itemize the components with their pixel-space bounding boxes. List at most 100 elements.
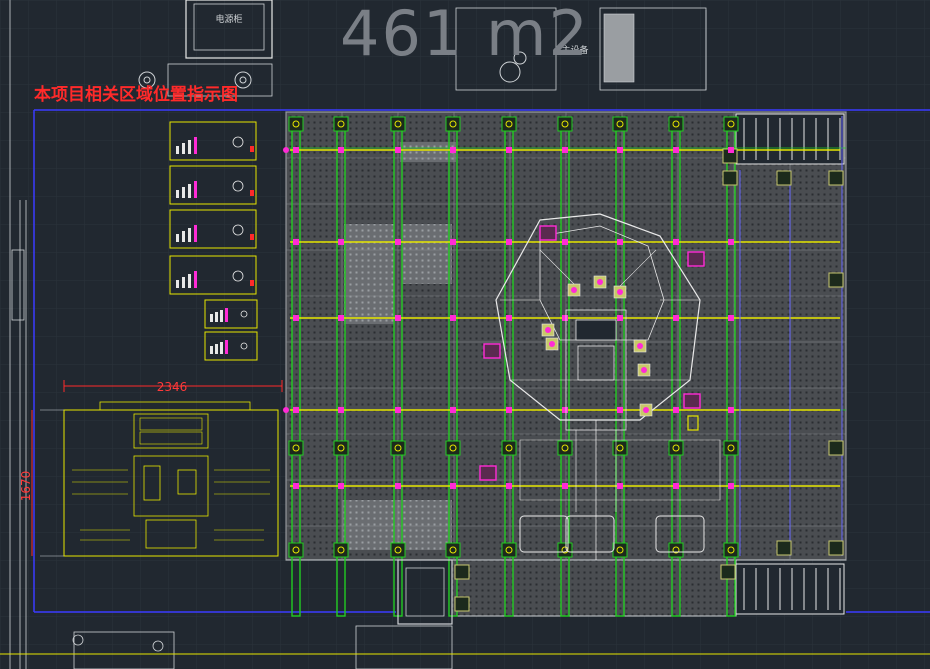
magenta-marker — [617, 407, 623, 413]
pedestal-node — [288, 440, 304, 456]
magenta-marker — [450, 315, 456, 321]
pedestal-bolt — [616, 546, 624, 554]
magenta-marker — [562, 239, 568, 245]
pedestal-bolt — [292, 444, 300, 452]
magenta-marker — [673, 239, 679, 245]
legend-bar — [176, 280, 179, 288]
pedestal-bolt — [449, 546, 457, 554]
equipment-unit — [483, 343, 501, 359]
magenta-marker — [506, 315, 512, 321]
legend-circle — [240, 342, 248, 350]
pedestal-node — [776, 540, 792, 556]
legend-bar — [182, 187, 185, 198]
pedestal-node — [723, 116, 739, 132]
pedestal-bolt — [394, 546, 402, 554]
pedestal-node — [668, 116, 684, 132]
magenta-marker — [728, 483, 734, 489]
equipment-marker — [597, 279, 603, 285]
legend-bar — [210, 346, 213, 354]
pedestal-node — [720, 564, 736, 580]
detail-plan[interactable]: 2346 1670 — [19, 380, 283, 557]
legend-marks — [176, 136, 254, 354]
stair-bottom[interactable] — [735, 563, 845, 615]
pedestal-node — [501, 440, 517, 456]
area-label: 461 m2 — [340, 0, 590, 70]
legend-circle — [232, 224, 244, 236]
cabinet-base — [138, 63, 273, 97]
magenta-marker — [283, 147, 289, 153]
magenta-marker — [450, 239, 456, 245]
magenta-marker — [338, 407, 344, 413]
legend-bar — [225, 340, 228, 354]
legend-bar — [182, 143, 185, 154]
pedestal-node — [333, 116, 349, 132]
magenta-marker — [450, 147, 456, 153]
legend-bar — [176, 146, 179, 154]
pedestal-bolt — [727, 120, 735, 128]
pedestal-node — [333, 542, 349, 558]
power-cabinet[interactable]: 电源柜 — [185, 0, 273, 59]
magenta-marker — [450, 483, 456, 489]
pedestal-bolt — [616, 444, 624, 452]
magenta-marker — [562, 483, 568, 489]
pedestal-node — [828, 540, 844, 556]
equipment-marker — [643, 407, 649, 413]
pedestal-bolt — [561, 444, 569, 452]
magenta-marker — [673, 147, 679, 153]
floor-pit[interactable] — [397, 559, 453, 625]
legend-bar — [176, 190, 179, 198]
legend-bar — [225, 308, 228, 322]
pedestal-bolt — [727, 444, 735, 452]
equipment-unit — [687, 415, 699, 431]
central-equipment[interactable] — [495, 213, 721, 560]
main-equipment[interactable]: 主设备 — [455, 7, 707, 91]
magenta-marker — [506, 407, 512, 413]
magenta-marker — [293, 147, 299, 153]
pedestal-node — [288, 542, 304, 558]
pedestal-node — [612, 440, 628, 456]
magenta-marker — [395, 315, 401, 321]
stair-top[interactable] — [735, 113, 845, 165]
pedestal-bolt — [505, 546, 513, 554]
left-wall — [9, 0, 27, 669]
equipment-boxes — [479, 225, 705, 481]
legend-red-mark — [250, 190, 254, 196]
pedestal-bolt — [337, 546, 345, 554]
pedestal-node — [828, 440, 844, 456]
magenta-marker — [506, 239, 512, 245]
bottom-equipment — [0, 625, 930, 669]
legend-red-mark — [250, 280, 254, 286]
equipment-marker — [549, 341, 555, 347]
magenta-marker — [728, 147, 734, 153]
magenta-marker — [562, 315, 568, 321]
pedestal-node — [454, 564, 470, 580]
legend-bar — [182, 231, 185, 242]
magenta-marker — [728, 407, 734, 413]
equipment-unit — [539, 225, 557, 241]
legend-bar — [176, 234, 179, 242]
pedestal-node — [722, 170, 738, 186]
magenta-marker — [395, 147, 401, 153]
pedestal-bolt — [449, 120, 457, 128]
magenta-marker — [293, 239, 299, 245]
dim-width-label: 2346 — [157, 380, 188, 394]
legend-panels — [169, 121, 258, 361]
pedestal-node — [390, 440, 406, 456]
magenta-marker — [617, 483, 623, 489]
magenta-marker — [673, 315, 679, 321]
legend-red-mark — [250, 234, 254, 240]
pedestal-node — [557, 440, 573, 456]
magenta-marker — [617, 315, 623, 321]
legend-bar — [215, 312, 218, 322]
legend-bar — [194, 225, 197, 242]
legend-bar — [188, 228, 191, 242]
pedestal-node — [288, 116, 304, 132]
magenta-marker — [338, 147, 344, 153]
room-outline — [33, 109, 930, 613]
pedestal-node — [612, 542, 628, 558]
dim-height-label: 1670 — [19, 471, 33, 502]
pedestal-node — [612, 116, 628, 132]
legend-circle — [240, 310, 248, 318]
